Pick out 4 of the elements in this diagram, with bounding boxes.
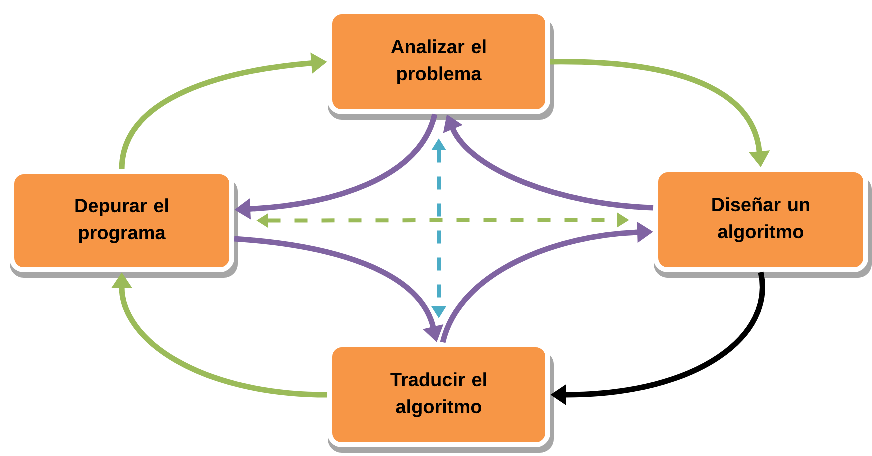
process-box: Traducir el algoritmo: [328, 342, 554, 453]
process-box: Diseñar un algoritmo: [654, 168, 872, 278]
process-box: Analizar el problema: [328, 10, 554, 120]
process-box: Depurar el programa: [10, 170, 238, 278]
